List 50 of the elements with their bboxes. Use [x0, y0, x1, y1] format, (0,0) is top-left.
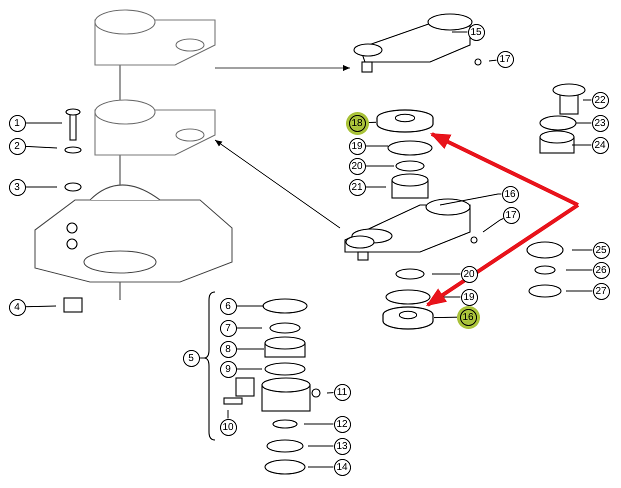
leader-line — [440, 194, 502, 206]
leader-line — [25, 186, 58, 188]
leader-line — [25, 306, 56, 308]
leader-line — [572, 144, 592, 146]
callout-number: 25 — [592, 242, 610, 258]
callout-number: 22 — [592, 92, 608, 108]
arrow — [430, 132, 579, 207]
callout-number: 7 — [220, 320, 236, 336]
callout-number: 3 — [8, 178, 26, 196]
callout-number: 17 — [502, 206, 520, 224]
leader-line — [236, 368, 262, 370]
callout-number: 1 — [8, 114, 26, 132]
leader-line — [308, 466, 334, 468]
callout-number: 21 — [348, 178, 366, 196]
washer-drawing — [376, 108, 434, 134]
leader-line — [566, 290, 593, 292]
callout-number: 20 — [460, 266, 478, 282]
callout-number: 26 — [592, 262, 610, 278]
callout-number: 24 — [592, 136, 608, 154]
arrow — [426, 203, 580, 307]
callout-number: 27 — [592, 282, 610, 300]
callout-number: 10 — [220, 418, 236, 436]
callout-number: 2 — [8, 138, 26, 154]
callout-number: 17 — [496, 50, 514, 68]
leader-line — [482, 218, 504, 232]
leader-line — [576, 122, 592, 124]
washer-drawing — [382, 305, 434, 331]
callout-number: 16 — [460, 308, 476, 326]
callout-number: 18 — [348, 114, 366, 132]
callout-number: 9 — [220, 360, 236, 378]
callout-number: 5 — [182, 350, 200, 366]
callout-number: 8 — [220, 340, 236, 358]
callout-number: 11 — [334, 384, 350, 400]
callout-number: 20 — [348, 158, 366, 174]
callout-number: 19 — [460, 288, 478, 306]
callout-number: 23 — [592, 114, 608, 132]
callout-number: 13 — [334, 438, 350, 454]
callout-number: 6 — [220, 298, 236, 314]
callout-number: 16 — [502, 186, 518, 202]
leader-line — [488, 60, 498, 62]
leader-line — [434, 316, 460, 318]
callout-number: 4 — [8, 298, 26, 316]
leader-line — [236, 348, 264, 350]
leader-line — [25, 146, 58, 148]
callout-number: 14 — [334, 458, 350, 476]
leader-line — [25, 122, 62, 124]
leader-line — [365, 186, 386, 188]
callout-number: 19 — [348, 138, 366, 154]
leader-line — [326, 392, 334, 394]
callout-number: 12 — [334, 416, 350, 432]
